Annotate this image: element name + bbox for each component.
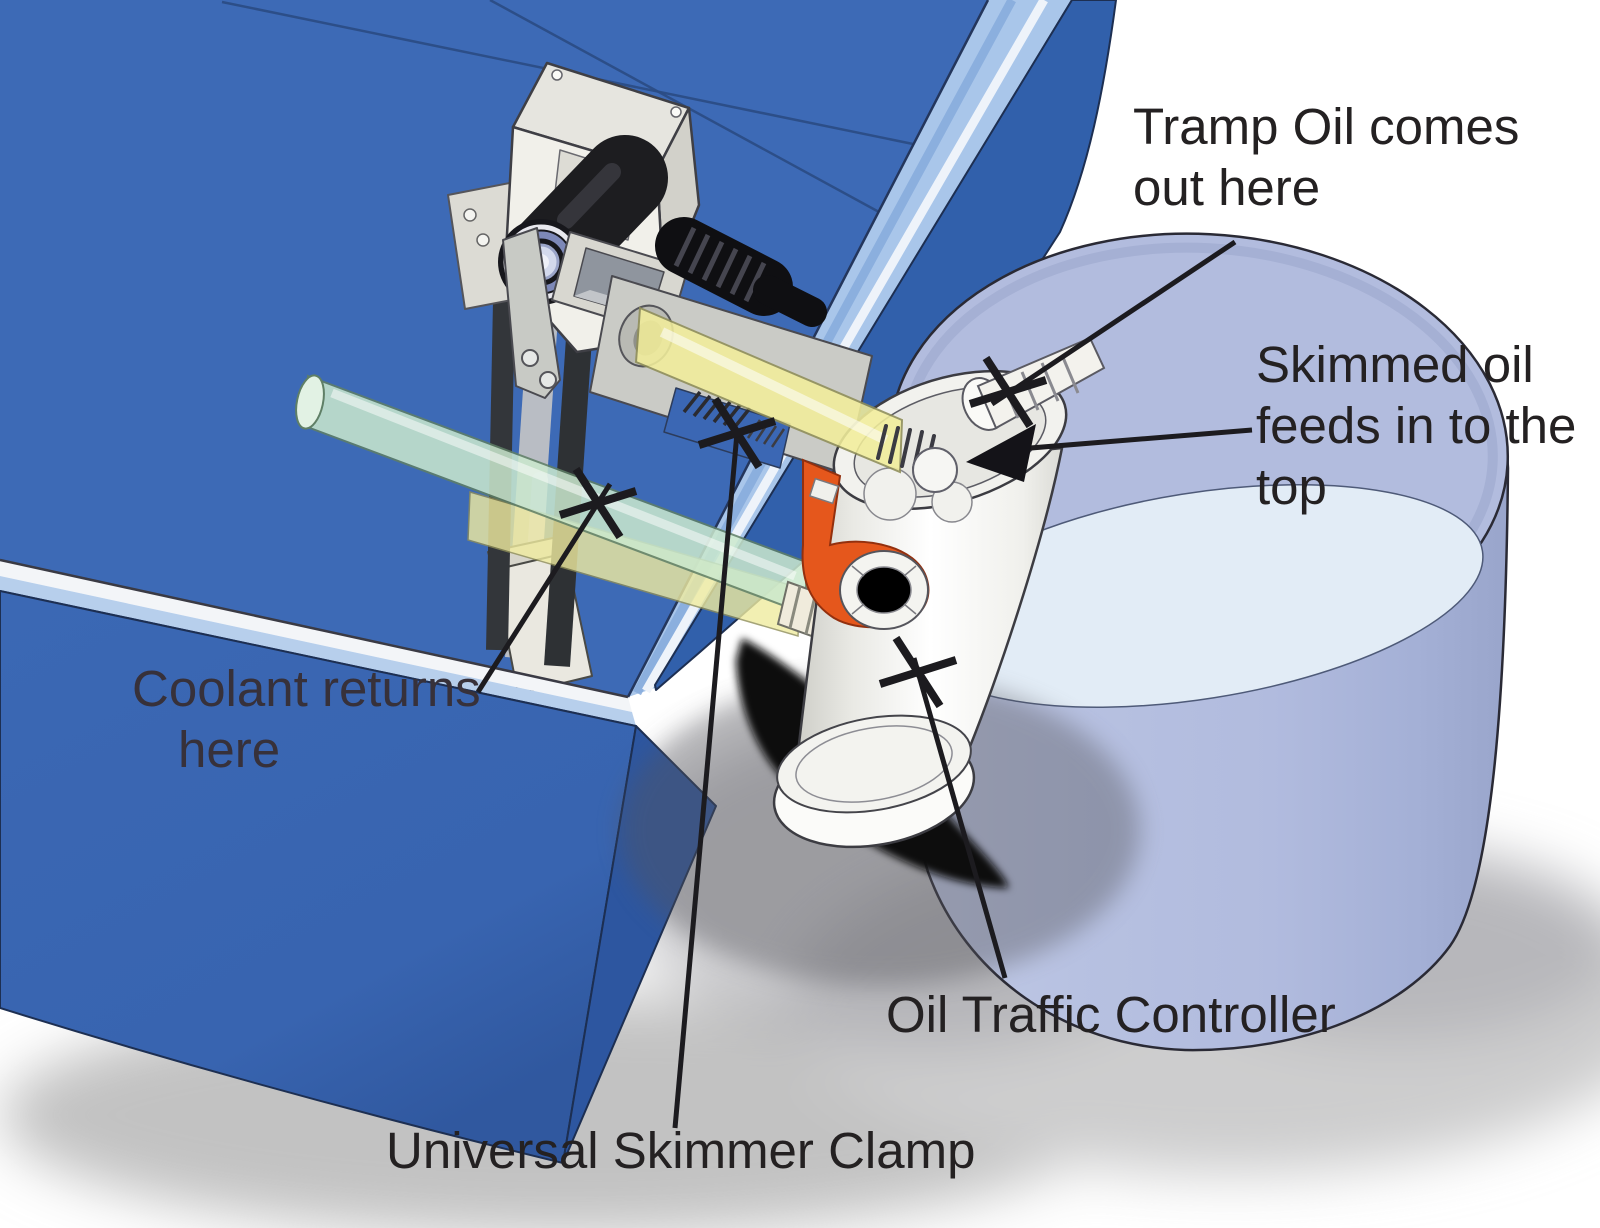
- x-marker-coolant: [558, 466, 638, 540]
- x-marker-oil-traffic: [878, 635, 958, 709]
- label-line: Skimmed oil: [1256, 336, 1534, 393]
- label-coolant-returns: Coolant returns here: [132, 658, 481, 780]
- x-marker-clamp: [697, 396, 777, 470]
- roller-arm: [502, 227, 561, 399]
- leader-coolant: [475, 482, 613, 694]
- label-line: top: [1256, 458, 1327, 515]
- annotation-overlay: [475, 239, 1253, 1129]
- leader-skimmed-oil: [1005, 427, 1253, 453]
- clamp-slot: [663, 387, 791, 469]
- clip-tab: [808, 477, 840, 505]
- skimmed-oil-tube: [634, 306, 904, 474]
- label-line: feeds in to the: [1256, 397, 1577, 454]
- float-ball: [912, 447, 958, 493]
- leader-oil-traffic: [911, 657, 1008, 979]
- side-port-boss: [839, 550, 929, 630]
- label-line: Coolant returns: [132, 660, 481, 717]
- leader-tramp-oil: [990, 239, 1237, 407]
- label-line: out here: [1133, 159, 1321, 216]
- label-universal-skimmer-clamp: Universal Skimmer Clamp: [386, 1120, 975, 1181]
- coolant-return-tube: [295, 374, 807, 616]
- coolant-return-tubes: [295, 374, 807, 637]
- arrowhead-icon: [966, 424, 1036, 482]
- label-skimmed-oil: Skimmed oil feeds in to the top: [1256, 334, 1576, 517]
- label-line: here: [178, 721, 281, 778]
- x-marker-tramp-oil: [968, 355, 1048, 429]
- label-oil-traffic-controller: Oil Traffic Controller: [886, 984, 1336, 1045]
- label-line: Tramp Oil comes: [1133, 98, 1520, 155]
- tramp-oil-outlet-fitting: [961, 336, 1106, 431]
- leader-skimmer-clamp: [672, 432, 740, 1129]
- tube-open-end: [295, 374, 325, 430]
- clamp-knob: [655, 217, 827, 327]
- label-line: Oil Traffic Controller: [886, 986, 1336, 1043]
- controller-base-flange: [772, 714, 976, 849]
- oil-traffic-controller: [772, 369, 1068, 849]
- label-tramp-oil: Tramp Oil comes out here: [1133, 96, 1519, 218]
- tank-front-face: [0, 590, 637, 1164]
- label-line: Universal Skimmer Clamp: [386, 1122, 976, 1179]
